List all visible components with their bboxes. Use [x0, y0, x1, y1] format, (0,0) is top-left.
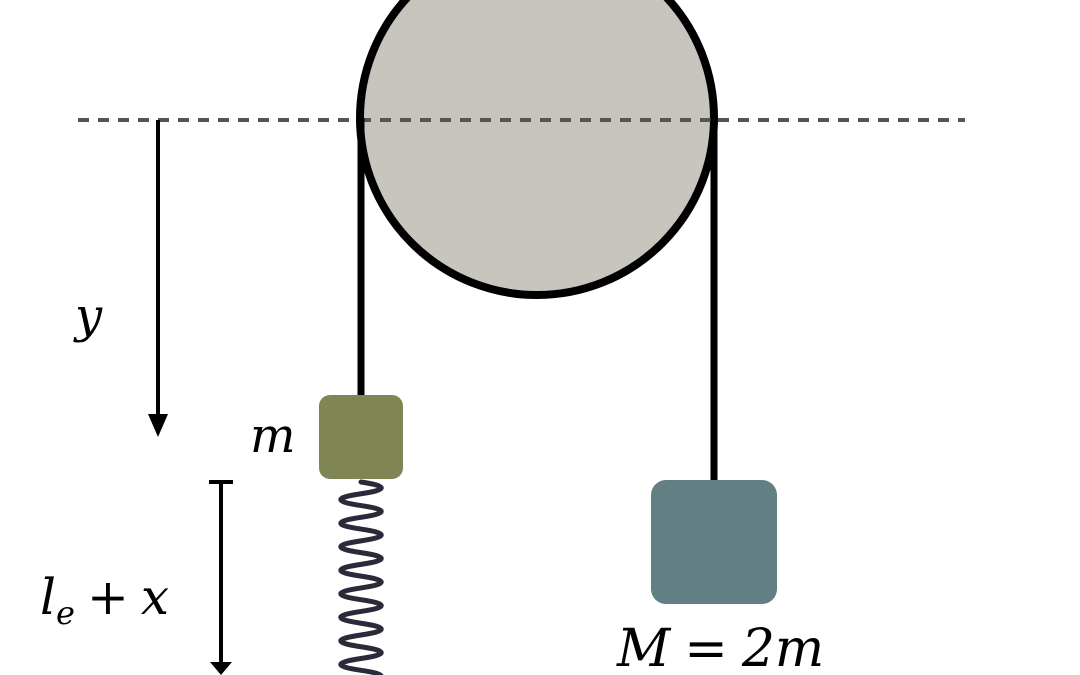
large-mass-label: M=2m	[616, 619, 824, 675]
large-mass-label-M: M	[616, 619, 672, 675]
large-mass-label-value: 2m	[741, 619, 824, 675]
y-arrow-head	[148, 414, 168, 437]
length-label: le +x	[40, 568, 169, 632]
length-label-l: l	[40, 568, 56, 626]
length-label-x: x	[141, 568, 169, 626]
large-mass	[651, 480, 777, 604]
spring	[338, 479, 384, 675]
pulley	[356, 0, 718, 299]
small-mass-label: m	[250, 408, 296, 464]
y-label: y	[73, 288, 103, 344]
length-label-subscript: e	[56, 594, 75, 632]
large-mass-label-eq: =	[684, 619, 728, 675]
length-dimension-arrow-head	[210, 662, 232, 675]
small-mass	[319, 395, 403, 479]
length-label-plus: +	[87, 568, 129, 626]
